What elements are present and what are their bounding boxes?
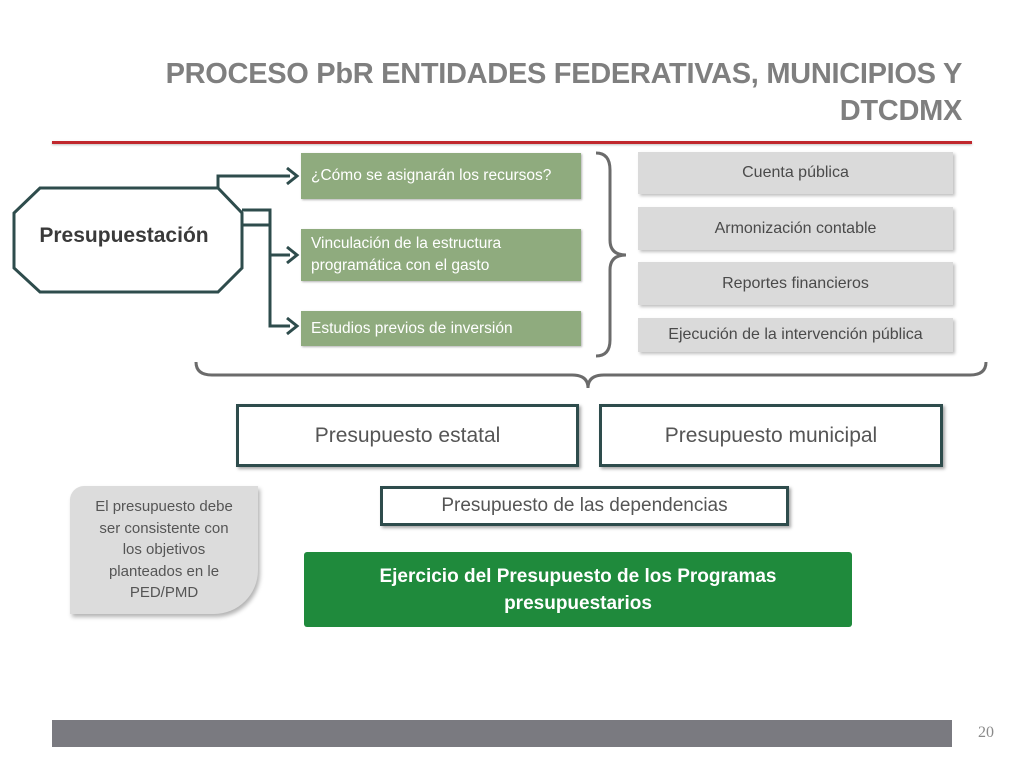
ejercicio-presupuesto-box: Ejercicio del Presupuesto de los Program…	[304, 552, 852, 627]
vertical-brace	[595, 151, 627, 358]
arrow-to-item-2	[242, 208, 290, 257]
page-title: PROCESO PbR ENTIDADES FEDERATIVAS, MUNIC…	[165, 58, 963, 127]
horizontal-brace	[194, 361, 988, 389]
grey-box-ejecucion: Ejecución de la intervención pública	[638, 318, 953, 352]
arrow-head-1	[286, 166, 300, 186]
green-box-recursos: ¿Cómo se asignarán los recursos?	[301, 153, 581, 199]
grey-box-cuenta-publica: Cuenta pública	[638, 152, 953, 194]
page-number: 20	[978, 724, 994, 741]
grey-box-reportes: Reportes financieros	[638, 262, 953, 305]
presupuesto-dependencias-box: Presupuesto de las dependencias	[380, 486, 789, 526]
arrow-head-2	[286, 245, 300, 265]
arrow-to-item-1	[216, 174, 290, 188]
title-underline	[52, 141, 972, 144]
green-box-vinculacion: Vinculación de la estructura programátic…	[301, 229, 581, 281]
presupuestacion-octagon	[12, 186, 244, 294]
note-callout: El presupuesto debe ser consistente con …	[70, 486, 258, 614]
presupuestacion-label: Presupuestación	[39, 224, 209, 247]
presupuesto-municipal-box: Presupuesto municipal	[599, 404, 943, 467]
arrow-head-3	[286, 316, 300, 336]
green-box-estudios: Estudios previos de inversión	[301, 311, 581, 346]
arrow-to-item-3	[242, 223, 290, 328]
presupuesto-estatal-box: Presupuesto estatal	[236, 404, 579, 467]
grey-box-armonizacion: Armonización contable	[638, 207, 953, 250]
footer-bar	[52, 720, 952, 747]
